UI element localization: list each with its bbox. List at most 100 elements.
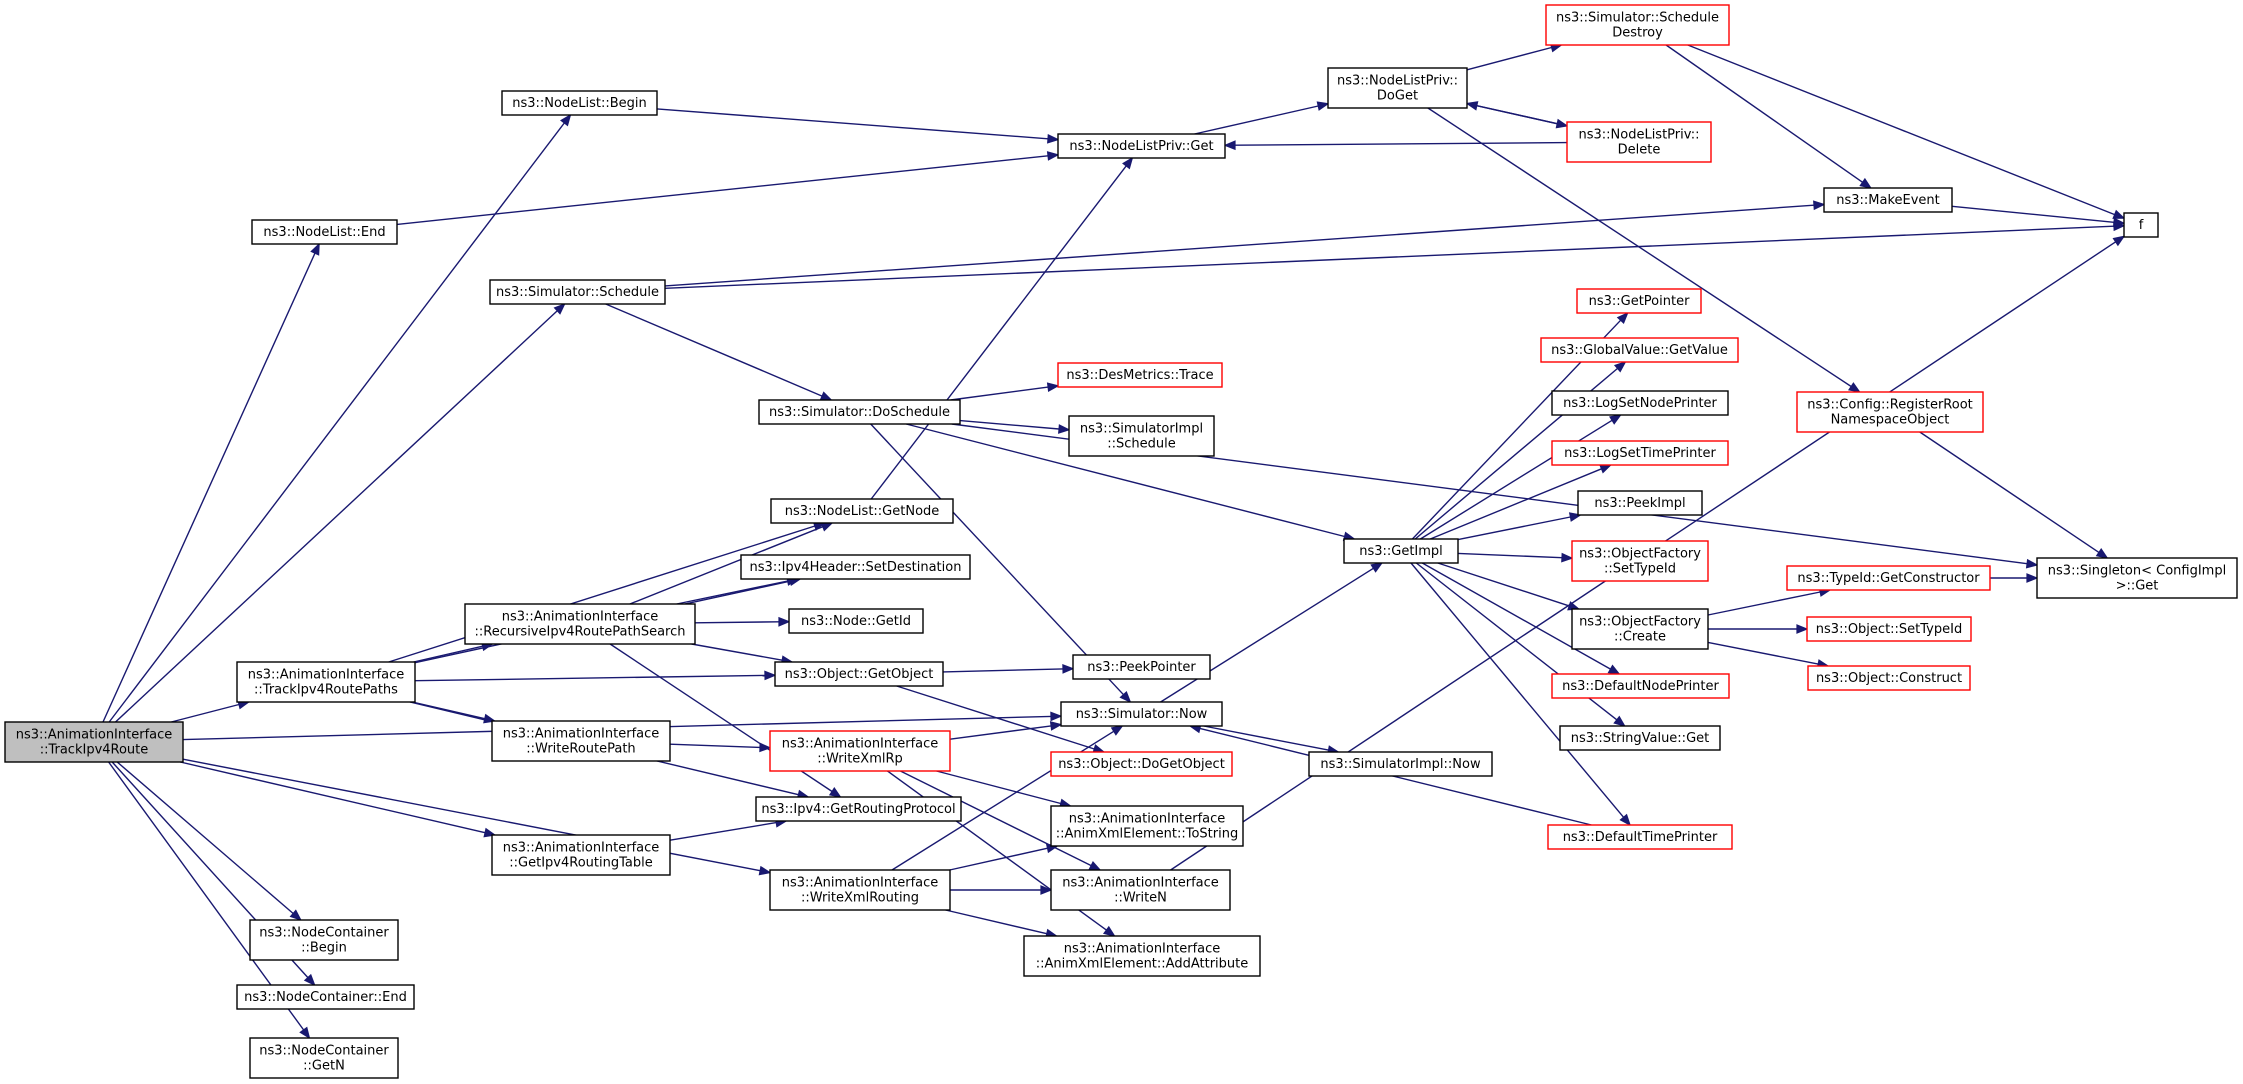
edge-track-paths-to-obj-get-object (414, 674, 766, 682)
edge-nlp-delete-to-nlp-get (1234, 141, 1568, 146)
node-obj-construct[interactable]: ns3::Object::Construct (1807, 665, 1971, 691)
node-box (769, 730, 951, 772)
node-peek-impl[interactable]: ns3::PeekImpl (1577, 490, 1703, 516)
node-nc-end[interactable]: ns3::NodeContainer::End (236, 984, 415, 1010)
edge-root-to-track-paths (171, 703, 240, 723)
edge-sim-now-to-get-impl (1160, 567, 1374, 703)
node-label: ns3::AnimationInterface (1069, 812, 1226, 827)
node-ipv4-get-rp[interactable]: ns3::Ipv4::GetRoutingProtocol (755, 796, 962, 822)
node-recursive[interactable]: ns3::AnimationInterface::RecursiveIpv4Ro… (464, 603, 696, 645)
node-write-xml-routing[interactable]: ns3::AnimationInterface::WriteXmlRouting (769, 869, 951, 911)
arrowhead-write-xml-routing-to-write-n (1040, 885, 1053, 895)
node-label: ns3::NodeContainer::End (244, 990, 407, 1005)
node-get-impl[interactable]: ns3::GetImpl (1343, 538, 1459, 564)
node-gv-get-value[interactable]: ns3::GlobalValue::GetValue (1540, 337, 1739, 363)
node-label: NamespaceObject (1831, 413, 1950, 428)
node-label: DoGet (1377, 89, 1418, 104)
edge-root-to-nc-begin (116, 761, 294, 915)
arrowhead-nlp-delete-to-nlp-get (1223, 140, 1236, 151)
node-nl-get-node[interactable]: ns3::NodeList::GetNode (770, 498, 954, 524)
node-box (1308, 751, 1493, 777)
edge-make-event-to-f (1951, 205, 2115, 223)
arrowhead-sim-schedule-destroy-to-f (2112, 209, 2126, 219)
node-box (1072, 654, 1211, 680)
arrowhead-obj-get-object-to-peek-pointer (1062, 664, 1075, 674)
node-f[interactable]: f (2123, 212, 2159, 238)
node-label: ns3::GetImpl (1359, 544, 1443, 559)
node-des-trace[interactable]: ns3::DesMetrics::Trace (1057, 362, 1223, 388)
node-label: ns3::AnimationInterface (248, 668, 405, 683)
node-sim-now[interactable]: ns3::Simulator::Now (1060, 701, 1223, 727)
arrowhead-sim-now-to-get-impl (1370, 562, 1384, 573)
node-root[interactable]: ns3::AnimationInterface::TrackIpv4Route (4, 721, 184, 763)
arrowhead-write-xml-rp-to-sim-now (1049, 721, 1063, 731)
node-get-pointer[interactable]: ns3::GetPointer (1576, 288, 1702, 314)
node-sim-impl-now[interactable]: ns3::SimulatorImpl::Now (1308, 751, 1493, 777)
node-label: ns3::Simulator::Schedule (1556, 11, 1719, 26)
node-box (1023, 935, 1261, 977)
edge-root-to-get-ipv4-rt (180, 761, 486, 834)
arrowhead-get-impl-to-gv-get-value (1613, 360, 1627, 373)
node-nc-begin[interactable]: ns3::NodeContainer::Begin (249, 919, 399, 961)
node-box (2036, 557, 2238, 599)
edge-recursive-to-obj-get-object (691, 643, 783, 661)
node-singleton-get[interactable]: ns3::Singleton< ConfigImpl >::Get (2036, 557, 2238, 599)
node-peek-pointer[interactable]: ns3::PeekPointer (1072, 654, 1211, 680)
node-label: ::RecursiveIpv4RoutePathSearch (474, 625, 685, 640)
node-type-id-get-ctor[interactable]: ns3::TypeId::GetConstructor (1786, 565, 1991, 591)
edge-sim-do-schedule-to-des-trace (950, 386, 1049, 401)
arrowhead-recursive-to-node-get-id (778, 616, 791, 627)
node-label: ns3::GetPointer (1589, 294, 1690, 309)
node-label: ns3::Ipv4::GetRoutingProtocol (761, 802, 955, 817)
arrowhead-type-id-get-ctor-to-singleton-get (2026, 573, 2039, 583)
node-obj-do-get-object[interactable]: ns3::Object::DoGetObject (1050, 751, 1233, 777)
node-label: ns3::AnimationInterface (16, 728, 173, 743)
node-make-event[interactable]: ns3::MakeEvent (1823, 187, 1953, 213)
node-track-paths[interactable]: ns3::AnimationInterface::TrackIpv4RouteP… (236, 661, 416, 703)
node-write-route-path[interactable]: ns3::AnimationInterface::WriteRoutePath (491, 720, 671, 762)
node-log-set-time[interactable]: ns3::LogSetTimePrinter (1551, 440, 1729, 466)
node-box (1823, 187, 1953, 213)
node-nl-begin[interactable]: ns3::NodeList::Begin (501, 90, 658, 116)
node-def-time-printer[interactable]: ns3::DefaultTimePrinter (1547, 824, 1733, 850)
arrowhead-nlp-get-to-nlp-do-get (1316, 101, 1330, 111)
node-write-n[interactable]: ns3::AnimationInterface::WriteN (1050, 869, 1231, 911)
node-ipv4-set-dest[interactable]: ns3::Ipv4Header::SetDestination (740, 554, 971, 580)
node-sim-schedule[interactable]: ns3::Simulator::Schedule (489, 279, 666, 305)
node-write-xml-rp[interactable]: ns3::AnimationInterface::WriteXmlRp (769, 730, 951, 772)
arrowhead-sim-do-schedule-to-singleton-get (2025, 558, 2039, 569)
node-obj-get-object[interactable]: ns3::Object::GetObject (774, 661, 944, 687)
node-box (4, 721, 184, 763)
node-label: ns3::Object::GetObject (785, 667, 934, 682)
arrowhead-root-to-nc-end (303, 973, 316, 987)
node-to-string[interactable]: ns3::AnimationInterface::AnimXmlElement:… (1050, 805, 1244, 847)
node-label: ns3::AnimationInterface (1062, 876, 1219, 891)
node-obj-set-type-id[interactable]: ns3::Object::SetTypeId (1806, 616, 1972, 642)
node-nlp-delete[interactable]: ns3::NodeListPriv::Delete (1566, 121, 1712, 163)
node-sim-do-schedule[interactable]: ns3::Simulator::DoSchedule (758, 399, 961, 425)
node-log-set-node[interactable]: ns3::LogSetNodePrinter (1551, 390, 1729, 416)
node-add-attribute[interactable]: ns3::AnimationInterface::AnimXmlElement:… (1023, 935, 1261, 977)
node-nlp-get[interactable]: ns3::NodeListPriv::Get (1057, 133, 1226, 159)
edges-layer (102, 42, 2126, 1040)
node-nl-end[interactable]: ns3::NodeList::End (251, 219, 398, 245)
node-nc-get-n[interactable]: ns3::NodeContainer::GetN (249, 1037, 399, 1079)
node-label: ns3::Config::RegisterRoot (1807, 398, 1973, 413)
node-of-set-type-id[interactable]: ns3::ObjectFactory::SetTypeId (1571, 540, 1709, 582)
edge-config-register-to-singleton-get (1919, 431, 2100, 553)
edge-recursive-to-nl-get-node (629, 526, 824, 605)
node-box (1559, 725, 1721, 751)
arrowhead-track-paths-to-obj-get-object (764, 670, 777, 681)
node-box (1796, 391, 1984, 433)
node-of-create[interactable]: ns3::ObjectFactory::Create (1571, 608, 1709, 650)
node-def-node-printer[interactable]: ns3::DefaultNodePrinter (1551, 673, 1730, 699)
edge-track-paths-to-nl-get-node (388, 525, 816, 663)
node-label: ns3::AnimationInterface (503, 727, 660, 742)
node-sv-get[interactable]: ns3::StringValue::Get (1559, 725, 1721, 751)
node-get-ipv4-rt[interactable]: ns3::AnimationInterface::GetIpv4RoutingT… (491, 834, 671, 876)
node-nlp-do-get[interactable]: ns3::NodeListPriv::DoGet (1327, 67, 1468, 109)
node-node-get-id[interactable]: ns3::Node::GetId (788, 608, 924, 634)
node-sim-impl-schedule[interactable]: ns3::SimulatorImpl::Schedule (1068, 415, 1215, 457)
